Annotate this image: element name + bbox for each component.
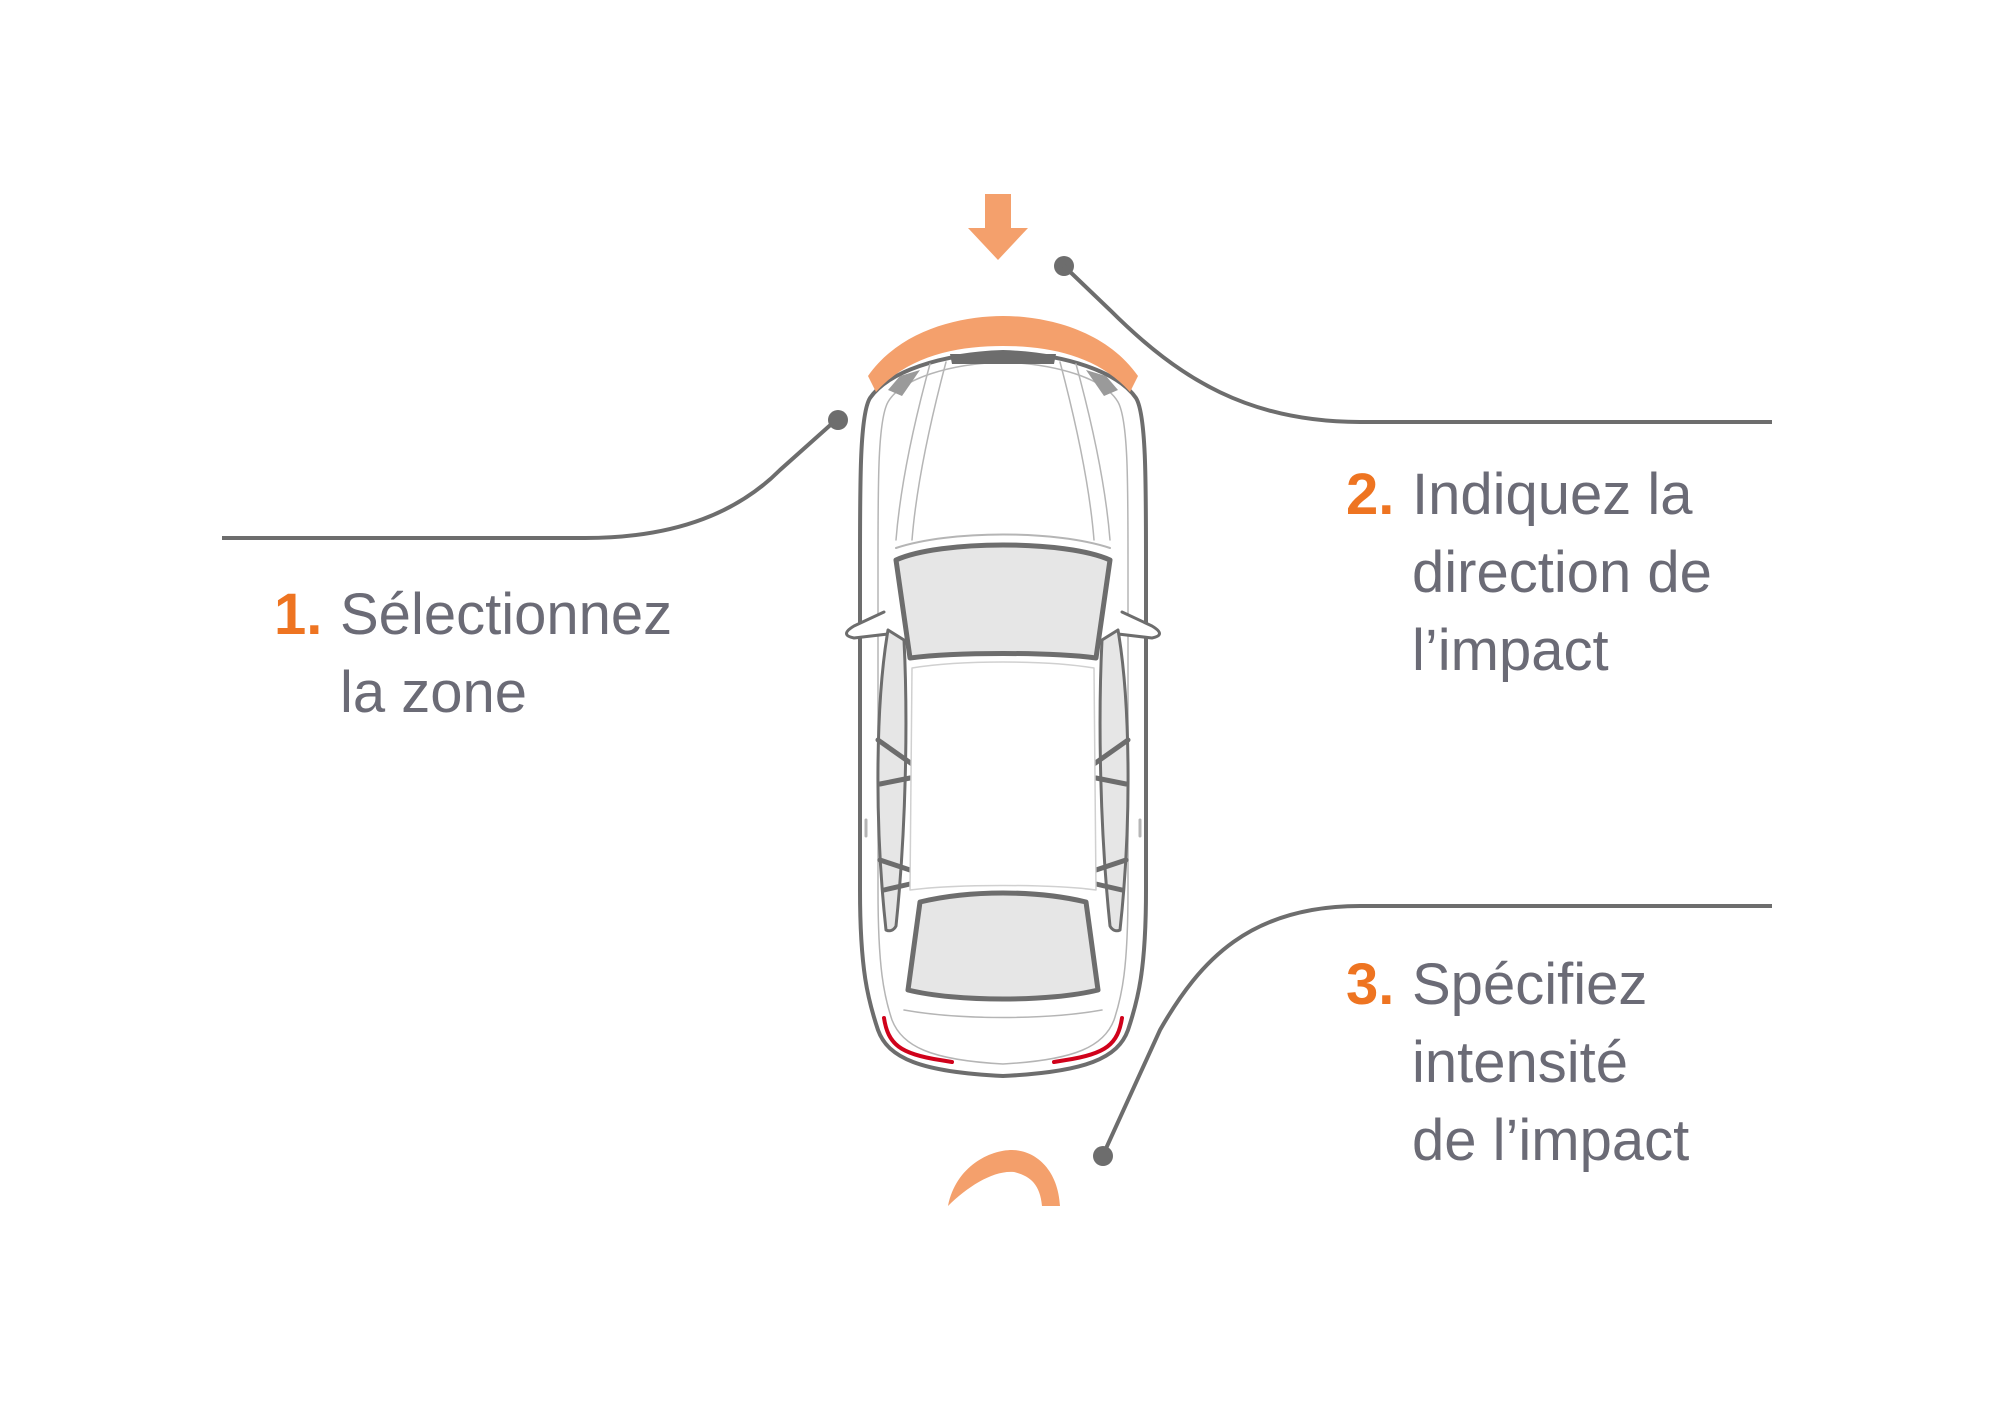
step-3-line-1: Spécifiez: [1412, 952, 1648, 1017]
step-2-line-3: l’impact: [1412, 618, 1609, 683]
step-3-impact-intensity: 3. Spécifiez intensité de l’impact: [1346, 946, 1689, 1180]
car-top-view-icon: [845, 350, 1161, 1078]
connector-step-3: [1093, 904, 1772, 1166]
step-1-line-1: Sélectionnez: [340, 582, 673, 647]
step-1-select-zone: 1. Sélectionnez la zone: [274, 576, 672, 732]
step-2-number: 2.: [1346, 462, 1395, 527]
connector-step-2: [1054, 256, 1772, 424]
step-3-number: 3.: [1346, 952, 1395, 1017]
step-3-line-2: intensité: [1412, 1030, 1629, 1095]
step-2-line-1: Indiquez la: [1412, 462, 1693, 527]
step-2-impact-direction: 2. Indiquez la direction de l’impact: [1346, 456, 1712, 690]
half-circle-gauge-icon[interactable]: [948, 1150, 1060, 1206]
step-1-number: 1.: [274, 582, 323, 647]
step-2-line-2: direction de: [1412, 540, 1712, 605]
step-3-line-3: de l’impact: [1412, 1108, 1690, 1173]
arrow-down-icon: [968, 194, 1028, 260]
connector-step-1: [222, 410, 848, 540]
step-1-line-2: la zone: [340, 660, 528, 725]
selected-zone-highlight[interactable]: [868, 316, 1138, 392]
